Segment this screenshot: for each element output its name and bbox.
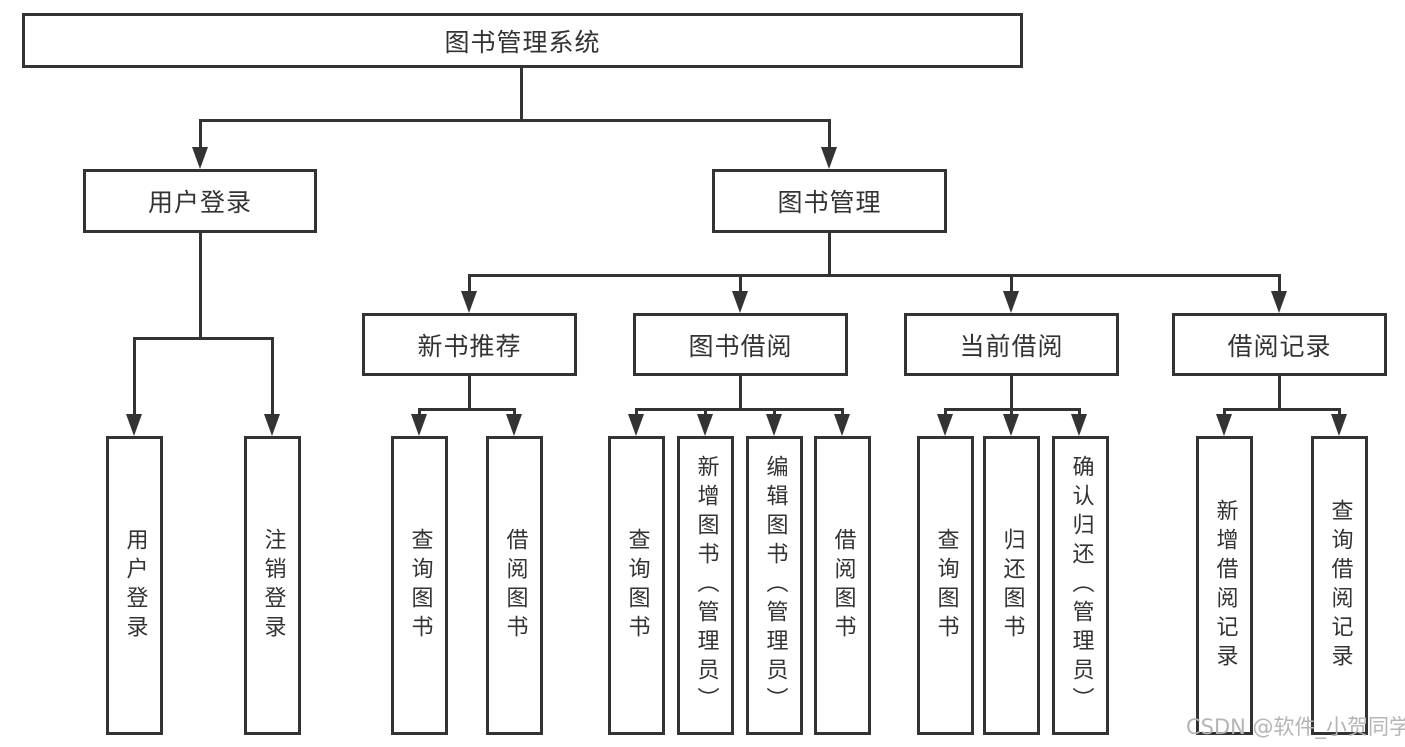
csdn-watermark: CSDN @软件_小贺同学 xyxy=(1186,715,1405,739)
node-label: 编辑图书（管理员） xyxy=(762,455,788,716)
connector-line xyxy=(1278,274,1281,294)
arrowhead-down-icon xyxy=(461,291,477,313)
connector-line xyxy=(468,274,1281,277)
leaf-logout: 注销登录 xyxy=(244,436,301,735)
leaf-edit-book-admin: 编辑图书（管理员） xyxy=(746,436,803,735)
node-label: 借阅图书 xyxy=(502,527,528,644)
connector-line xyxy=(704,408,707,418)
connector-line xyxy=(133,337,274,340)
node-label: 用户登录 xyxy=(122,527,148,644)
arrowhead-down-icon xyxy=(1331,414,1347,436)
arrowhead-down-icon xyxy=(411,414,427,436)
leaf-add-book-admin: 新增图书（管理员） xyxy=(677,436,734,735)
arrowhead-down-icon xyxy=(628,414,644,436)
leaf-query-books-borrowing: 查询图书 xyxy=(608,436,665,735)
arrowhead-down-icon xyxy=(766,414,782,436)
arrowhead-down-icon xyxy=(1003,414,1019,436)
connector-line xyxy=(828,233,831,274)
node-label: 确认归还（管理员） xyxy=(1068,455,1094,716)
connector-line xyxy=(418,408,516,411)
arrowhead-down-icon xyxy=(697,414,713,436)
node-label: 注销登录 xyxy=(260,527,286,644)
leaf-return-book: 归还图书 xyxy=(983,436,1040,735)
node-borrowing-records: 借阅记录 xyxy=(1172,313,1387,376)
leaf-confirm-return-admin: 确认归还（管理员） xyxy=(1052,436,1109,735)
node-user-login: 用户登录 xyxy=(83,169,317,233)
leaf-user-login: 用户登录 xyxy=(106,436,163,735)
arrowhead-down-icon xyxy=(1271,291,1287,313)
connector-line xyxy=(1010,274,1013,294)
connector-line xyxy=(635,408,638,418)
connector-line xyxy=(635,408,843,411)
arrowhead-down-icon xyxy=(192,147,208,169)
connector-line xyxy=(199,233,202,337)
connector-line xyxy=(468,274,471,294)
connector-line xyxy=(271,337,274,416)
connector-line xyxy=(841,408,844,418)
connector-line xyxy=(1078,408,1081,418)
arrowhead-down-icon xyxy=(937,414,953,436)
node-label: 查询图书 xyxy=(624,527,650,644)
node-current-borrowing: 当前借阅 xyxy=(904,313,1119,376)
connector-line xyxy=(773,408,776,418)
leaf-add-borrow-record: 新增借阅记录 xyxy=(1196,436,1253,735)
node-new-book-recommend: 新书推荐 xyxy=(362,313,577,376)
leaf-borrow-books-recommend: 借阅图书 xyxy=(486,436,543,735)
connector-line xyxy=(944,408,947,418)
connector-line xyxy=(513,408,516,418)
leaf-query-books-current: 查询图书 xyxy=(917,436,974,735)
node-book-borrowing: 图书借阅 xyxy=(633,313,848,376)
node-label: 查询图书 xyxy=(933,527,959,644)
node-label: 用户登录 xyxy=(147,188,252,217)
arrowhead-down-icon xyxy=(1216,414,1232,436)
connector-line xyxy=(1338,408,1341,418)
node-label: 归还图书 xyxy=(999,527,1025,644)
connector-line xyxy=(1010,408,1013,418)
arrowhead-down-icon xyxy=(126,414,142,436)
connector-line xyxy=(199,119,202,149)
node-label: 当前借阅 xyxy=(959,331,1064,361)
arrowhead-down-icon xyxy=(1071,414,1087,436)
leaf-borrow-books-borrowing: 借阅图书 xyxy=(814,436,871,735)
connector-line xyxy=(133,337,136,416)
connector-line xyxy=(1278,376,1281,408)
connector-line xyxy=(418,408,421,418)
arrowhead-down-icon xyxy=(834,414,850,436)
connector-line xyxy=(1223,408,1340,411)
node-label: 借阅记录 xyxy=(1227,331,1332,361)
node-book-management: 图书管理 xyxy=(712,169,947,233)
connector-line xyxy=(739,376,742,408)
arrowhead-down-icon xyxy=(506,414,522,436)
node-label: 图书借阅 xyxy=(688,331,793,361)
node-label: 新增图书（管理员） xyxy=(693,455,719,716)
connector-line xyxy=(739,274,742,294)
connector-line xyxy=(520,68,523,119)
node-library-management-system: 图书管理系统 xyxy=(22,13,1023,68)
node-label: 新增借阅记录 xyxy=(1212,498,1238,673)
leaf-query-borrow-record: 查询借阅记录 xyxy=(1311,436,1368,735)
arrowhead-down-icon xyxy=(821,147,837,169)
connector-line xyxy=(468,376,471,408)
arrowhead-down-icon xyxy=(732,291,748,313)
node-label: 图书管理系统 xyxy=(444,27,601,57)
leaf-query-books-recommend: 查询图书 xyxy=(391,436,448,735)
connector-line xyxy=(1010,376,1013,408)
node-label: 查询借阅记录 xyxy=(1327,498,1353,673)
arrowhead-down-icon xyxy=(1003,291,1019,313)
node-label: 查询图书 xyxy=(407,527,433,644)
connector-line xyxy=(1223,408,1226,418)
node-label: 新书推荐 xyxy=(417,331,522,361)
connector-line xyxy=(828,119,831,149)
arrowhead-down-icon xyxy=(264,414,280,436)
node-label: 图书管理 xyxy=(777,188,882,217)
connector-line xyxy=(199,119,831,122)
node-label: 借阅图书 xyxy=(830,527,856,644)
